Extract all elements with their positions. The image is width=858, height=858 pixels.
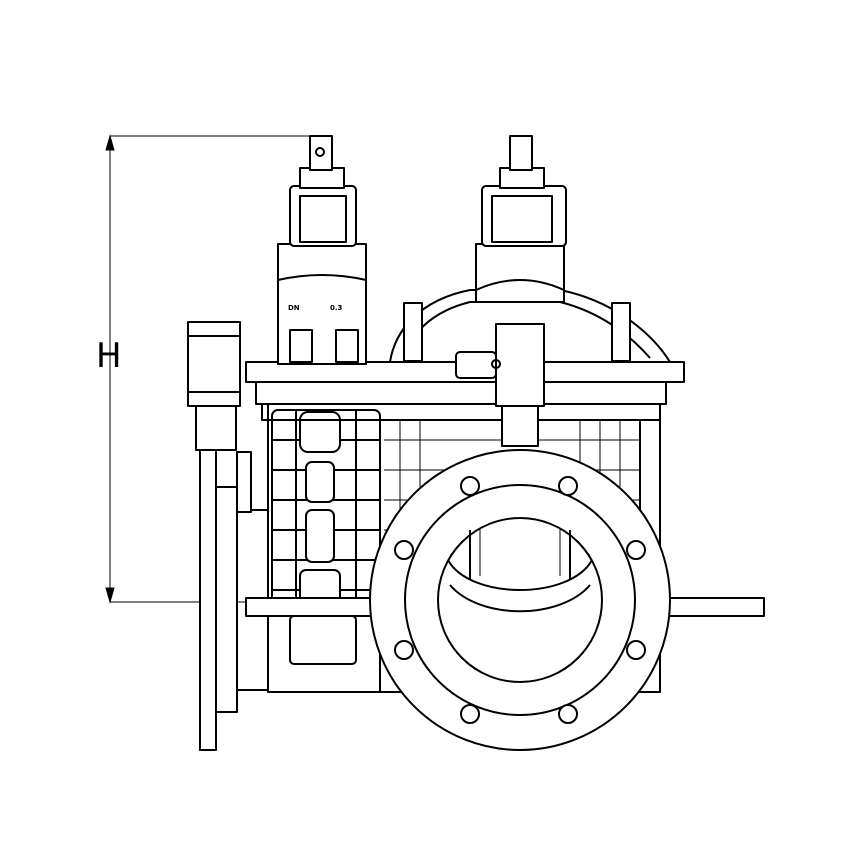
right-pilot-valve bbox=[475, 135, 567, 303]
svg-text:0.3: 0.3 bbox=[330, 304, 343, 312]
svg-text:DN: DN bbox=[288, 304, 300, 312]
left-fitting-tube bbox=[187, 321, 241, 751]
left-pilot-valve: DN 0.3 bbox=[277, 135, 367, 365]
center-fitting bbox=[455, 323, 545, 447]
outlet-flange-front bbox=[369, 449, 671, 751]
height-dimension-label: H bbox=[96, 336, 122, 376]
